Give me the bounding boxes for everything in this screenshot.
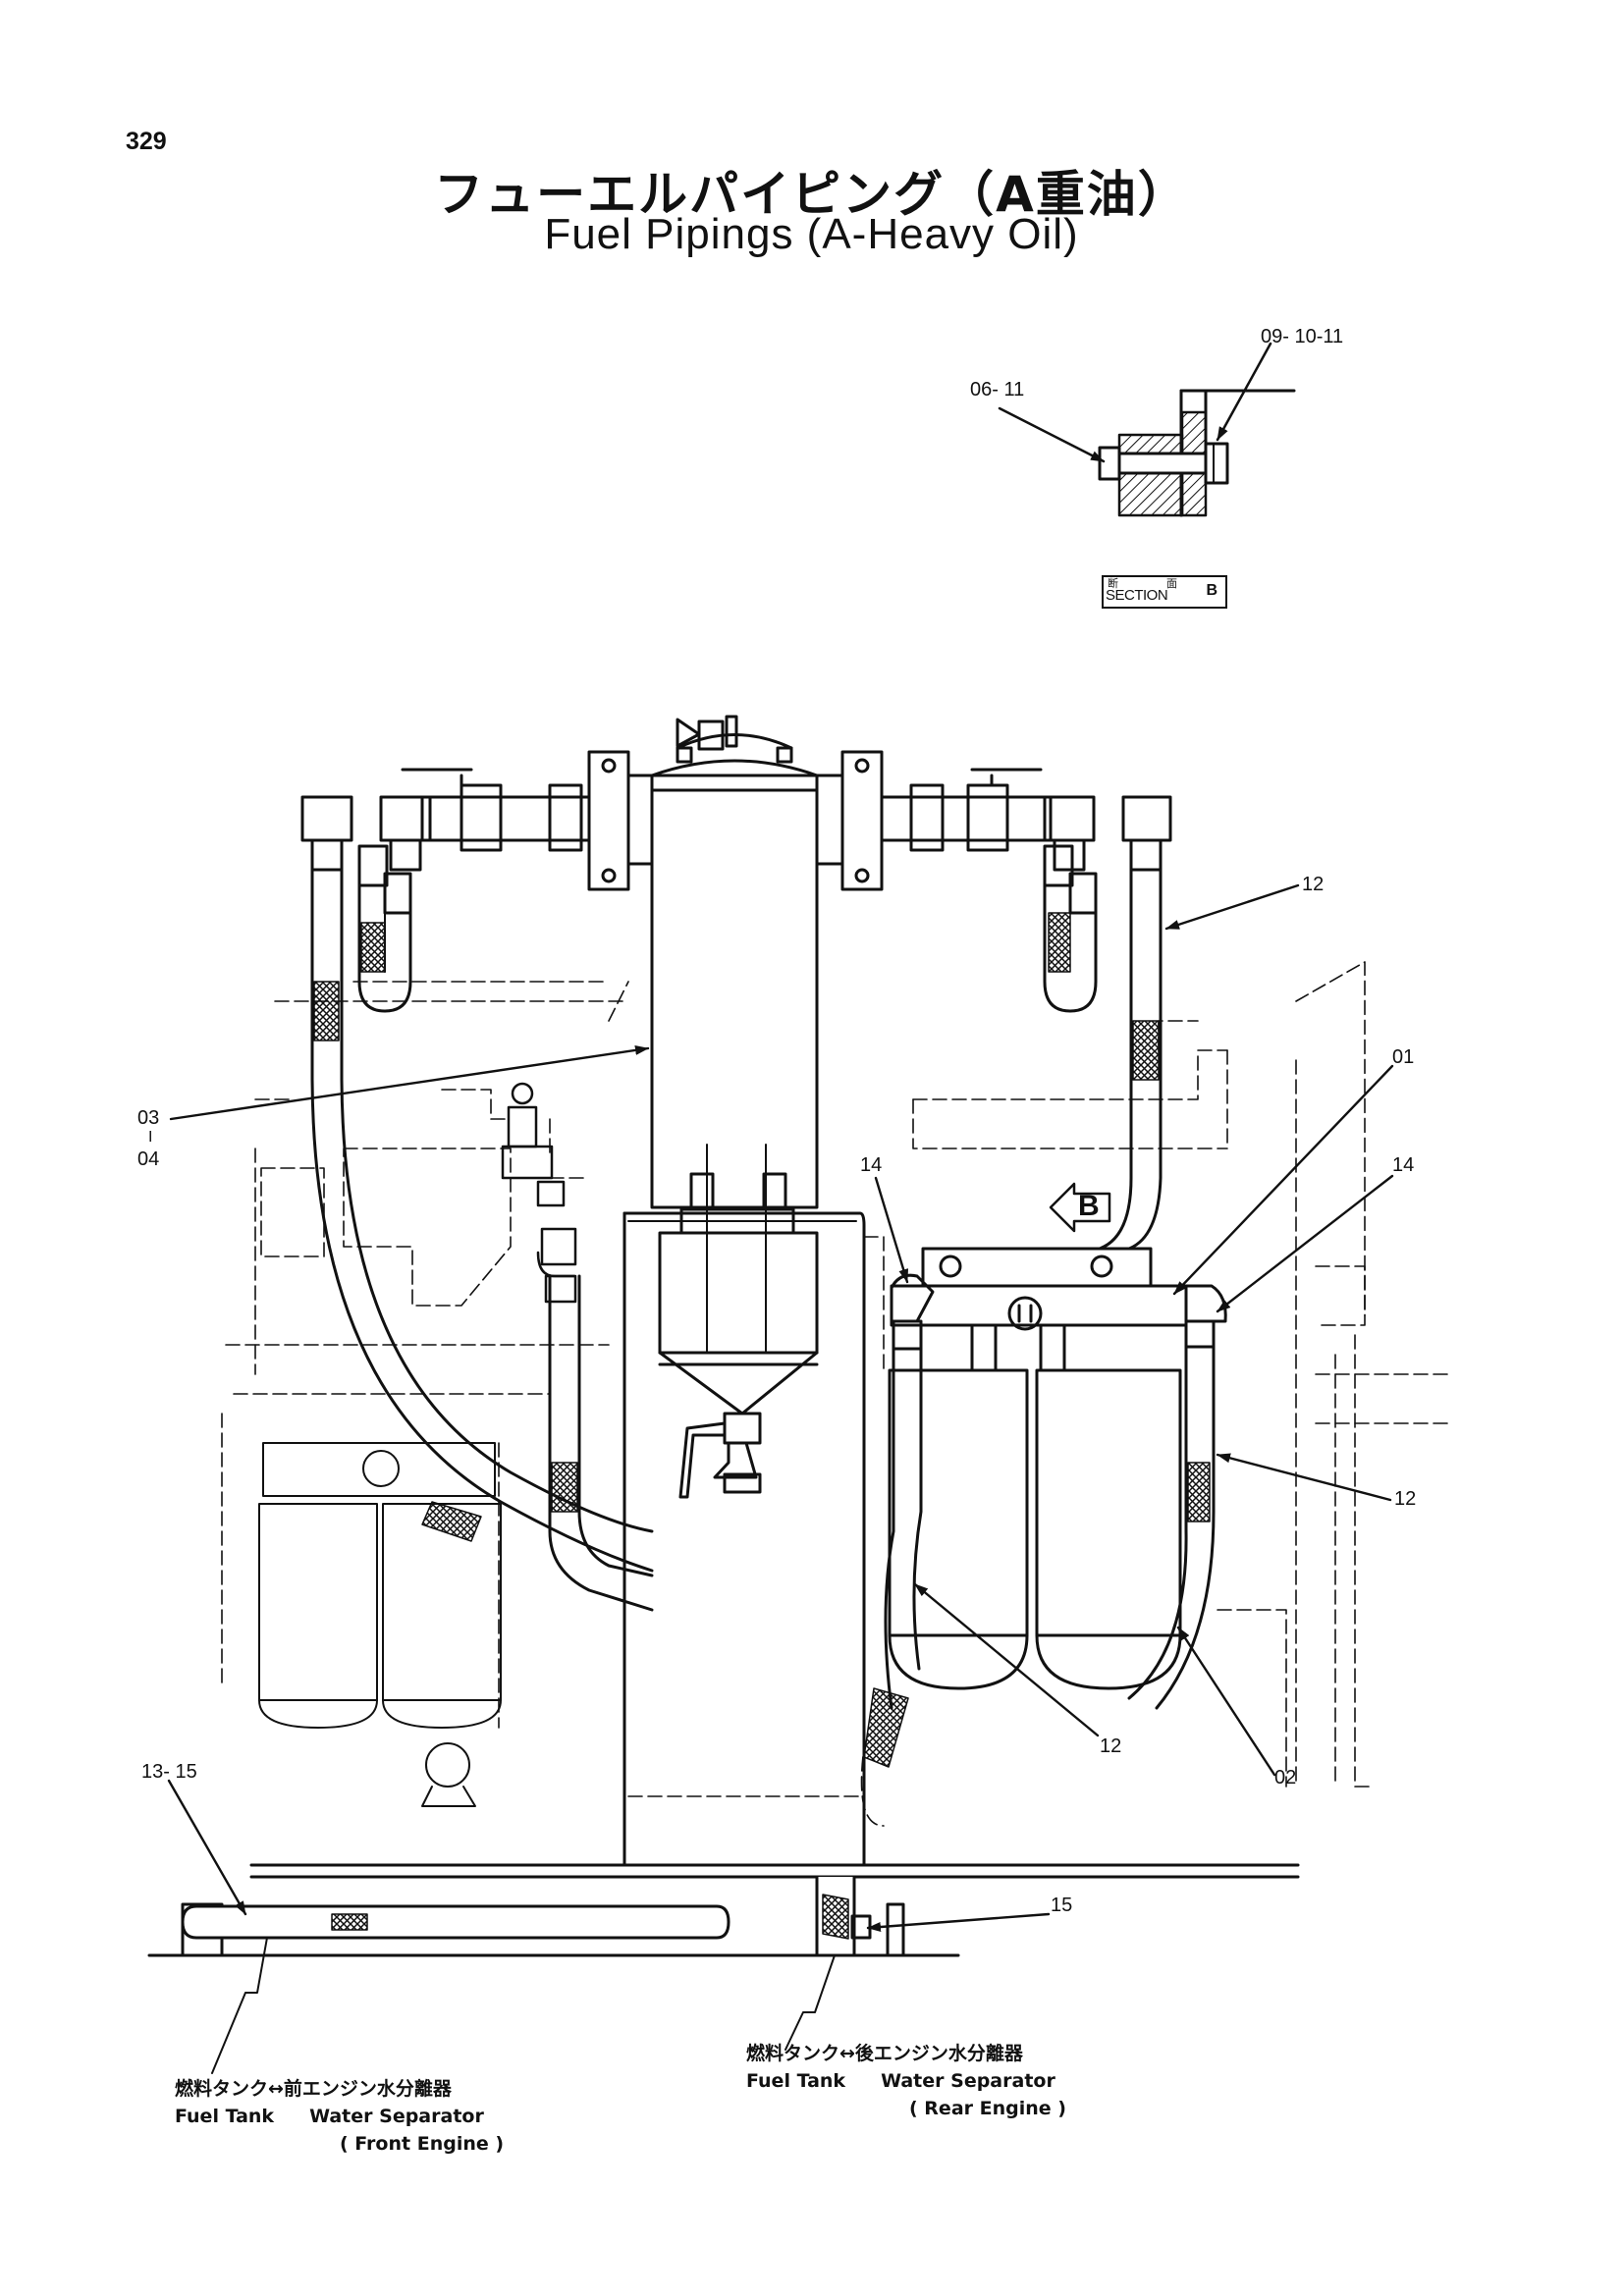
left-background-filter [258, 1442, 502, 1807]
mounting-frame [249, 1211, 1300, 1879]
caption-front-en-b: Water Separator [309, 2106, 484, 2127]
caption-rear-en-c: ( Rear Engine ) [909, 2098, 1066, 2119]
callout-elbow-right: 14 [1392, 1154, 1415, 1176]
caption-rear-engine: 燃料タンク↔後エンジン水分離器 Fuel Tank Water Separator… [746, 2040, 1066, 2122]
engine-background-outline [221, 961, 1454, 1827]
callout-tank-pipe: 13- 15 [141, 1761, 197, 1783]
callout-bolt: 06- 11 [970, 379, 1025, 400]
callout-hose-top-right: 12 [1302, 874, 1325, 895]
caption-rear-en-b: Water Separator [881, 2070, 1055, 2092]
caption-front-jp: 燃料タンク↔前エンジン水分離器 [175, 2078, 452, 2100]
page-title-english: Fuel Pipings (A-Heavy Oil) [544, 210, 1079, 258]
caption-front-engine: 燃料タンク↔前エンジン水分離器 Fuel Tank Water Separator… [175, 2075, 504, 2158]
callout-hose-right: 12 [1394, 1488, 1417, 1510]
section-b-detail [998, 342, 1296, 517]
callout-nut: 09- 10-11 [1261, 326, 1344, 347]
caption-front-en-a: Fuel Tank [175, 2106, 275, 2127]
central-strainer [587, 715, 884, 1499]
section-letter: B [1206, 582, 1217, 599]
caption-front-en-c: ( Front Engine ) [340, 2133, 505, 2155]
callout-leaders [167, 883, 1394, 1932]
callout-clamp: 15 [1051, 1895, 1073, 1916]
fuel-hoses [310, 868, 1216, 1768]
callout-elbow-left: 14 [860, 1154, 883, 1176]
callout-hose-bottom: 12 [1100, 1735, 1122, 1757]
caption-rear-jp: 燃料タンク↔後エンジン水分離器 [746, 2043, 1023, 2064]
right-filter-assembly [888, 1247, 1227, 1690]
section-jp-a: 断 [1108, 578, 1118, 590]
section-b-box: 断 面 SECTION B [1102, 575, 1227, 609]
bottom-tank-piping [147, 1875, 960, 2074]
view-b-letter: B [1078, 1190, 1100, 1222]
callout-filter-body-b: 04 [137, 1148, 160, 1170]
callout-element: 02 [1274, 1767, 1297, 1789]
caption-rear-en-a: Fuel Tank [746, 2070, 846, 2092]
page-number: 329 [126, 128, 167, 155]
page-title-japanese: フューエルパイピング（A重油） [434, 166, 1189, 223]
callout-filter-body-a: 03 [137, 1107, 160, 1129]
section-label: SECTION [1106, 587, 1168, 604]
view-b-marker [1049, 1182, 1111, 1233]
left-drain-valve [501, 1082, 577, 1304]
section-jp-b: 面 [1166, 578, 1177, 590]
callout-bracket: 01 [1392, 1046, 1415, 1068]
callout-filter-body-sep: I [148, 1129, 153, 1146]
